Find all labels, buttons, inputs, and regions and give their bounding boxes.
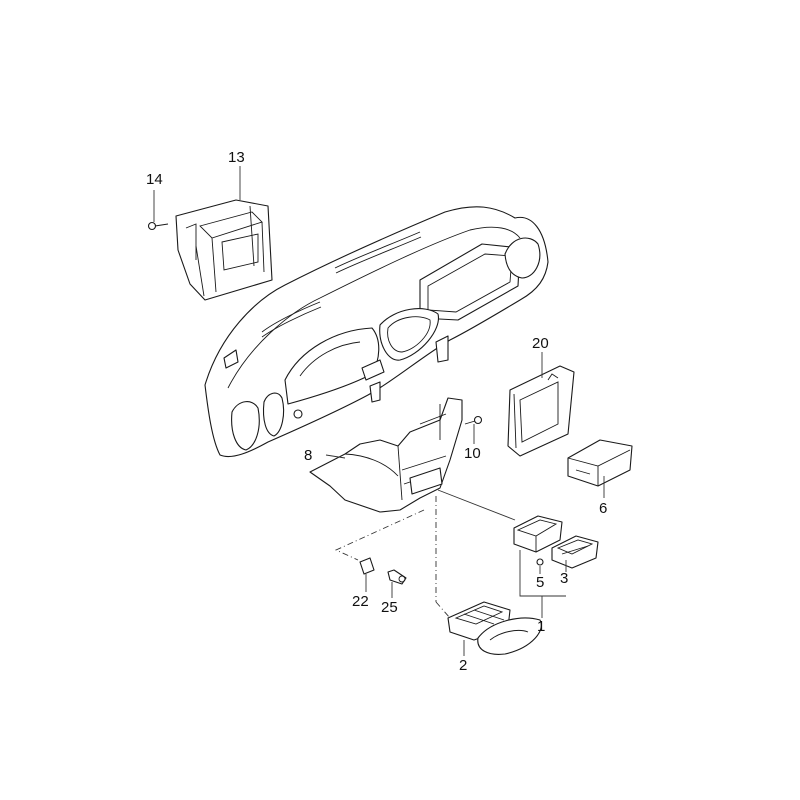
callout-22: 22 xyxy=(352,593,369,610)
callout-2: 2 xyxy=(459,657,467,674)
callout-20: 20 xyxy=(532,335,549,352)
dashboard-panel xyxy=(204,206,549,458)
callout-10: 10 xyxy=(464,445,481,462)
part-6-pocket xyxy=(567,439,633,487)
callout-3: 3 xyxy=(560,570,568,587)
part-22-clip xyxy=(359,557,375,575)
part-8-console-trim xyxy=(309,397,463,513)
callout-labels: 13 14 20 8 10 6 5 3 1 22 25 2 xyxy=(146,149,607,674)
part-13-bracket xyxy=(175,199,273,301)
part-14-screw xyxy=(147,221,169,231)
callout-13: 13 xyxy=(228,149,245,166)
callout-6: 6 xyxy=(599,500,607,517)
part-2-ashtray xyxy=(447,601,542,655)
callout-25: 25 xyxy=(381,599,398,616)
leader-lines xyxy=(153,166,605,656)
part-1-cupholder xyxy=(513,515,563,553)
part-3-switch-block xyxy=(551,535,599,569)
part-25-plug xyxy=(387,569,407,585)
part-20-bezel xyxy=(507,365,575,457)
part-10-screw xyxy=(464,415,483,425)
callout-1: 1 xyxy=(537,618,545,635)
part-5-screw xyxy=(536,558,544,566)
callout-5: 5 xyxy=(536,574,544,591)
callout-14: 14 xyxy=(146,171,163,188)
callout-8: 8 xyxy=(304,447,312,464)
